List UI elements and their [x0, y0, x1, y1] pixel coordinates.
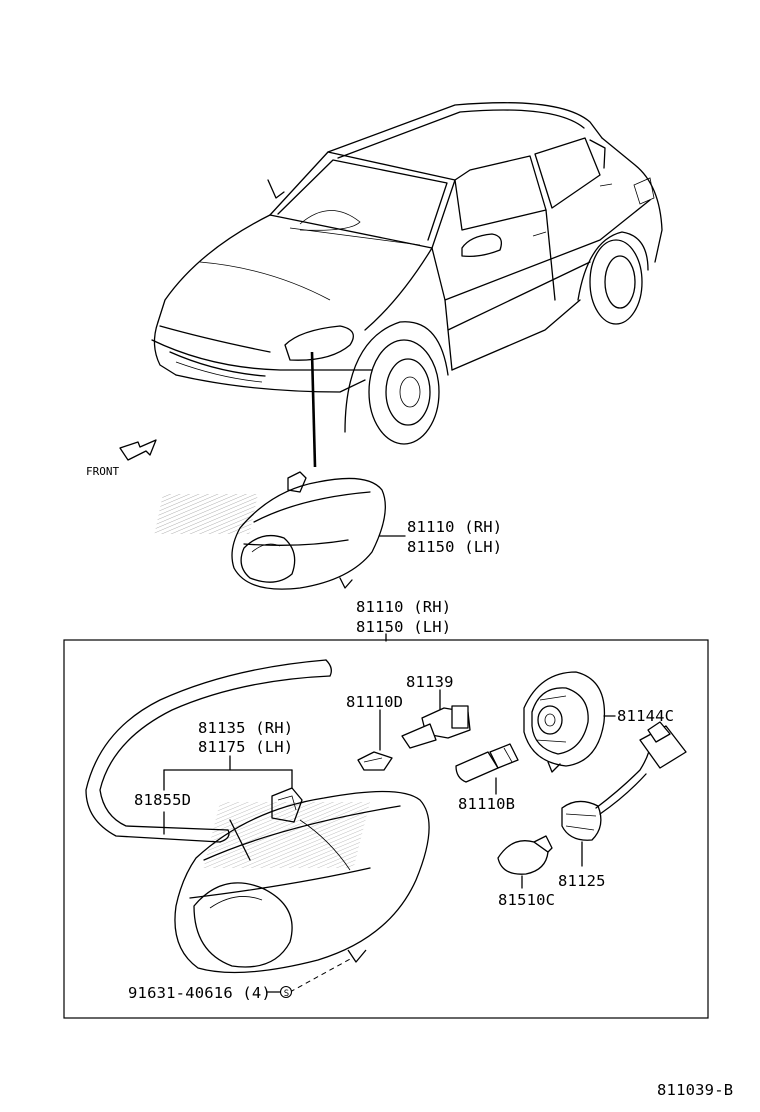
bulb-holder-81139	[401, 689, 471, 749]
label-screw-part: 91631-40616 (4)	[128, 984, 271, 1002]
label-81175-lh: 81175 (LH)	[198, 738, 294, 756]
car-headlamp-highlight	[284, 325, 354, 361]
label-81139: 81139	[406, 673, 454, 691]
label-81135-rh: 81135 (RH)	[198, 719, 294, 737]
label-81510c: 81510C	[498, 891, 556, 909]
figure-id: 811039-B	[657, 1081, 734, 1099]
bulb-81110b	[455, 743, 519, 795]
headlamp-assembly-small	[154, 471, 406, 590]
label-headlamp-top-rh: 81110 (RH)	[407, 518, 503, 536]
label-81110d: 81110D	[346, 693, 404, 711]
label-81110b: 81110B	[458, 795, 516, 813]
clip-81110d	[357, 709, 393, 771]
socket-cover-81144c	[523, 671, 616, 773]
bulb-81510c	[497, 835, 553, 889]
rear-wheel	[577, 231, 649, 325]
label-headlamp-top-lh: 81150 (LH)	[407, 538, 503, 556]
headlamp-assembly-large	[174, 787, 430, 974]
front-arrow-icon	[119, 439, 157, 461]
label-group-rh: 81110 (RH)	[356, 598, 452, 616]
front-direction-label: FRONT	[86, 465, 120, 478]
screw-symbol-letter: S	[283, 989, 290, 999]
screw-symbol-icon	[279, 985, 293, 999]
front-wheel	[344, 321, 449, 445]
label-81125: 81125	[558, 872, 606, 890]
label-81144c: 81144C	[617, 707, 675, 725]
screw-leader	[289, 957, 353, 993]
socket-81125	[561, 721, 687, 867]
car-illustration	[151, 102, 663, 468]
label-81855d: 81855D	[134, 791, 192, 809]
label-group-lh: 81150 (LH)	[356, 618, 452, 636]
leader-lines-81135	[163, 755, 293, 835]
